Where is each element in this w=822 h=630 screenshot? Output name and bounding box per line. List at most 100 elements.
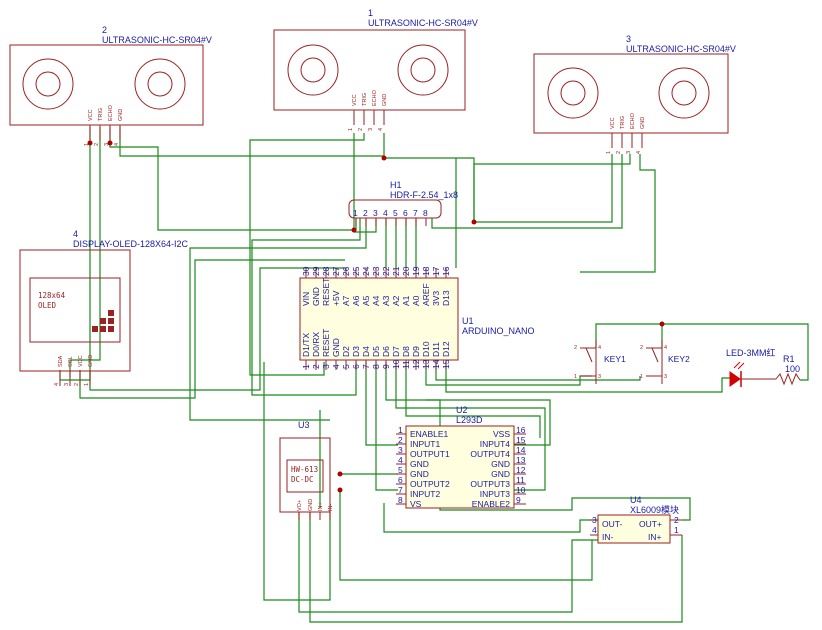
ultrasonic-sensor-2: 2 ULTRASONIC-HC-SR04#V VCC TRIG ECHO GND… [9, 25, 212, 146]
us1-pin-name: GND [382, 94, 388, 106]
arduino-pin-num: 27 [331, 266, 341, 276]
oled-pin-num: 3 [64, 383, 70, 386]
us3-pin-num: 2 [616, 151, 622, 154]
arduino-pin-num: 22 [381, 266, 391, 276]
u3-dcdc-module: U3 HW-613 DC-DC VO+ GND IN+ IN- [279, 420, 334, 520]
arduino-pin-name: A2 [391, 295, 401, 306]
arduino-pin-num: 13 [421, 359, 431, 369]
l293d-pin-name: OUTPUT3 [470, 479, 510, 489]
us3-pin-num: 4 [636, 151, 642, 154]
arduino-pin-name: D2 [341, 346, 351, 357]
us2-pin-name: TRIG [98, 108, 104, 121]
key1-pin-num: 3 [598, 374, 601, 380]
l293d-pin-num: 9 [516, 495, 521, 505]
header-pin-num: 8 [423, 208, 428, 218]
us1-pin-name: TRIG [362, 93, 368, 106]
key2-label: KEY2 [668, 354, 690, 364]
u4-pin-name: IN+ [648, 532, 662, 542]
u4-pin-num: 4 [592, 525, 597, 535]
u4-pin-num: 3 [592, 515, 597, 525]
arduino-bottom-pins: 1D1/TX2D0/RX3RESET4GND5D26D37D48D59D610D… [301, 329, 451, 370]
oled-pin-num: 2 [74, 383, 80, 386]
us3-pin-num: 1 [606, 151, 612, 154]
l293d-ref: U2 [456, 405, 468, 415]
arduino-pin-num: 25 [351, 266, 361, 276]
arduino-pin-name: D1/TX [301, 333, 311, 357]
u4-pin-num: 1 [674, 525, 679, 535]
arduino-pin-num: 15 [441, 359, 451, 369]
arduino-value: ARDUINO_NANO [462, 326, 535, 336]
arduino-pin-name: A6 [351, 295, 361, 306]
arduino-pin-num: 8 [371, 364, 381, 369]
us1-pin-num: 4 [378, 128, 384, 131]
l293d-pin-num: 4 [398, 455, 403, 465]
l293d-pin-name: ENABLE1 [410, 429, 449, 439]
arduino-pin-num: 18 [421, 266, 431, 276]
header-pin-num: 2 [363, 208, 368, 218]
arduino-pin-name: 3V3 [431, 291, 441, 306]
us2-value: ULTRASONIC-HC-SR04#V [102, 35, 212, 45]
u3-label: DC-DC [291, 475, 314, 484]
arduino-pin-name: A1 [401, 295, 411, 306]
l293d-pin-name: GND [491, 459, 510, 469]
u3-pin-name: VO+ [297, 500, 303, 511]
us2-pin-num: 1 [84, 143, 90, 146]
u4-xl6009-module: U4 XL6009模块 OUT- IN- OUT+ IN+ 3 4 2 1 [590, 495, 682, 544]
arduino-pin-num: 23 [371, 266, 381, 276]
l293d-pin-num: 3 [398, 445, 403, 455]
arduino-pin-name: D10 [421, 341, 431, 357]
us2-pin-num: 3 [104, 143, 110, 146]
arduino-pin-name: D9 [411, 346, 421, 357]
arduino-pin-num: 5 [341, 364, 351, 369]
junction-dot [87, 140, 93, 146]
r1-ref: R1 [783, 354, 795, 364]
arduino-pin-num: 4 [331, 364, 341, 369]
arduino-pin-name: RESET [321, 278, 331, 306]
l293d-pin-name: INPUT1 [410, 439, 441, 449]
u4-ref: U4 [630, 495, 642, 505]
us3-pin-name: GND [640, 117, 646, 129]
arduino-nano: U1 ARDUINO_NANO 30VIN29GND28RESET27+5V26… [299, 266, 535, 370]
us3-value: ULTRASONIC-HC-SR04#V [626, 44, 736, 54]
oled-pin-name: SCL [68, 356, 74, 367]
us1-pin-name: VCC [352, 94, 358, 106]
arduino-pin-num: 11 [401, 360, 411, 369]
arduino-pin-name: VIN [301, 292, 311, 306]
us2-pin-num: 4 [114, 143, 120, 146]
arduino-pin-num: 3 [321, 364, 331, 369]
us3-pin-name: VCC [610, 117, 616, 129]
us3-ref: 3 [626, 34, 631, 44]
oled-screen-text: OLED [38, 301, 57, 310]
l293d-pin-name: OUTPUT4 [470, 449, 510, 459]
header-pin-num: 4 [383, 208, 388, 218]
header-pin-num: 3 [373, 208, 378, 218]
key1-pin-num: 1 [574, 374, 577, 380]
arduino-pin-name: D4 [361, 346, 371, 357]
oled-value: DISPLAY-OLED-128X64-I2C [73, 239, 189, 249]
key1-label: KEY1 [604, 354, 626, 364]
l293d-pin-name: ENABLE2 [472, 499, 511, 509]
arduino-pin-name: AREF [421, 283, 431, 306]
header-ref: H1 [390, 180, 402, 190]
u4-pin-name: OUT- [602, 519, 622, 529]
l293d-pin-name: GND [410, 459, 429, 469]
resistor-r1: R1 100 [775, 354, 801, 386]
arduino-pin-name: +5V [331, 290, 341, 306]
header-value: HDR-F-2.54_1x8 [390, 190, 458, 200]
arduino-pin-name: A0 [411, 295, 421, 306]
l293d-pin-name: VS [410, 499, 422, 509]
arduino-pin-num: 28 [321, 266, 331, 276]
arduino-pin-num: 12 [411, 359, 421, 369]
wires [59, 127, 809, 623]
l293d-right-pins: 16VSS15INPUT414OUTPUT413GND12GND11OUTPUT… [470, 425, 526, 509]
key2-pin-num: 4 [664, 345, 667, 351]
l293d-pin-num: 2 [398, 435, 403, 445]
u3-label: HW-613 [291, 465, 318, 474]
arduino-pin-num: 17 [431, 266, 441, 276]
l293d-pin-name: INPUT3 [480, 489, 511, 499]
